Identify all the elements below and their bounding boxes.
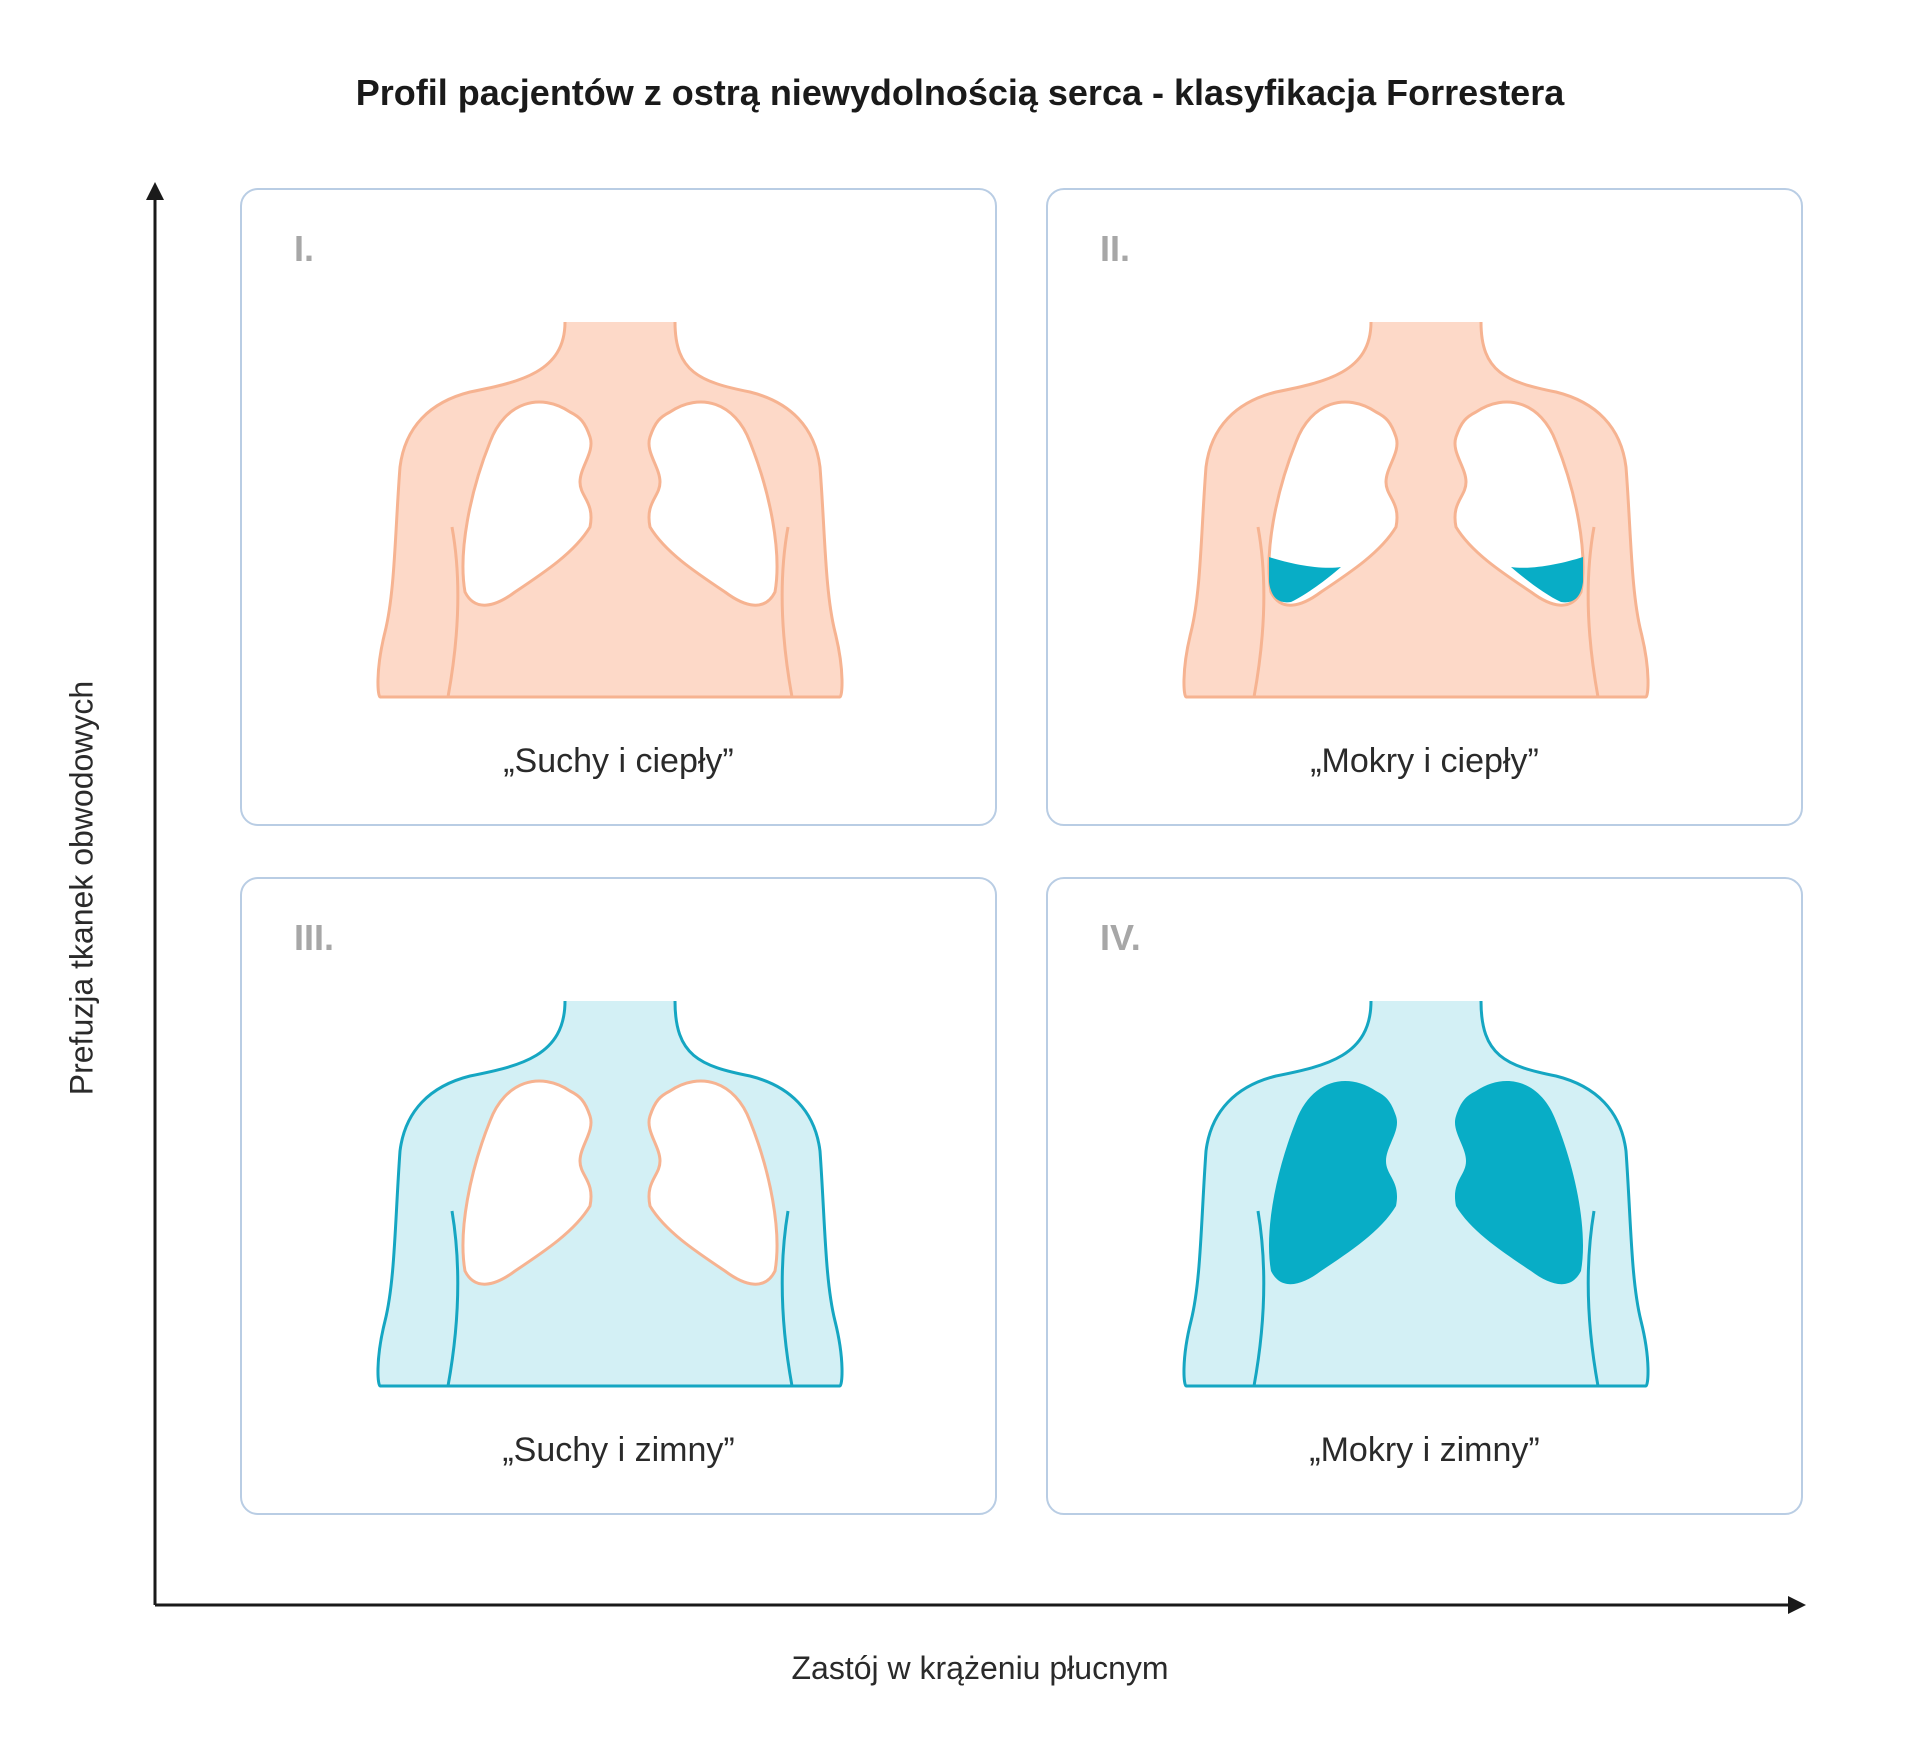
- panel-wet-warm: II. „Mokry i ciepły”: [1046, 188, 1803, 826]
- left-lung-congested: [1268, 1081, 1398, 1285]
- left-arm-line: [1252, 526, 1266, 698]
- right-lung-effusion: [1511, 557, 1583, 603]
- x-axis-arrowhead: [1788, 1596, 1806, 1614]
- panel-dry-warm: I. „Suchy i ciepły”: [240, 188, 997, 826]
- right-lung: [1453, 400, 1585, 607]
- right-arm-line: [1586, 1210, 1600, 1387]
- diagram-title: Profil pacjentów z ostrą niewydolnością …: [355, 72, 1565, 113]
- panel-dry-cold: III. „Suchy i zimny”: [240, 877, 997, 1515]
- left-lung: [461, 400, 593, 607]
- right-arm-line: [780, 1210, 794, 1387]
- right-arm-line: [780, 526, 794, 698]
- right-arm-line: [1586, 526, 1600, 698]
- torso: [376, 321, 844, 699]
- left-arm-line: [446, 1210, 460, 1387]
- panel-numeral: II.: [1100, 228, 1131, 269]
- left-lung: [461, 1079, 593, 1286]
- panel-caption: „Suchy i ciepły”: [503, 742, 734, 780]
- left-lung: [1267, 400, 1399, 607]
- left-arm-line: [1252, 1210, 1266, 1387]
- x-axis-label: Zastój w krążeniu płucnym: [791, 1650, 1169, 1686]
- left-arm-line: [446, 526, 460, 698]
- torso: [1182, 1000, 1650, 1388]
- right-lung-congested: [1454, 1081, 1584, 1285]
- torso-illustration: [1182, 321, 1650, 699]
- y-axis-arrowhead: [146, 182, 164, 200]
- panel-caption: „Mokry i ciepły”: [1310, 742, 1539, 780]
- panel-caption: „Mokry i zimny”: [1309, 1431, 1540, 1469]
- panel-numeral: IV.: [1100, 917, 1141, 958]
- torso-illustration: [376, 321, 844, 699]
- panel-numeral: I.: [294, 228, 315, 269]
- panel-numeral: III.: [294, 917, 335, 958]
- y-axis-label: Prefuzja tkanek obwodowych: [63, 680, 100, 1096]
- left-lung-effusion: [1269, 557, 1341, 603]
- torso: [1182, 321, 1650, 699]
- right-lung: [647, 400, 779, 607]
- torso-illustration: [1182, 1000, 1650, 1388]
- right-lung: [647, 1079, 779, 1286]
- panel-wet-cold: IV. „Mokry i zimny”: [1046, 877, 1803, 1515]
- torso-illustration: [376, 1000, 844, 1388]
- panel-caption: „Suchy i zimny”: [502, 1431, 735, 1469]
